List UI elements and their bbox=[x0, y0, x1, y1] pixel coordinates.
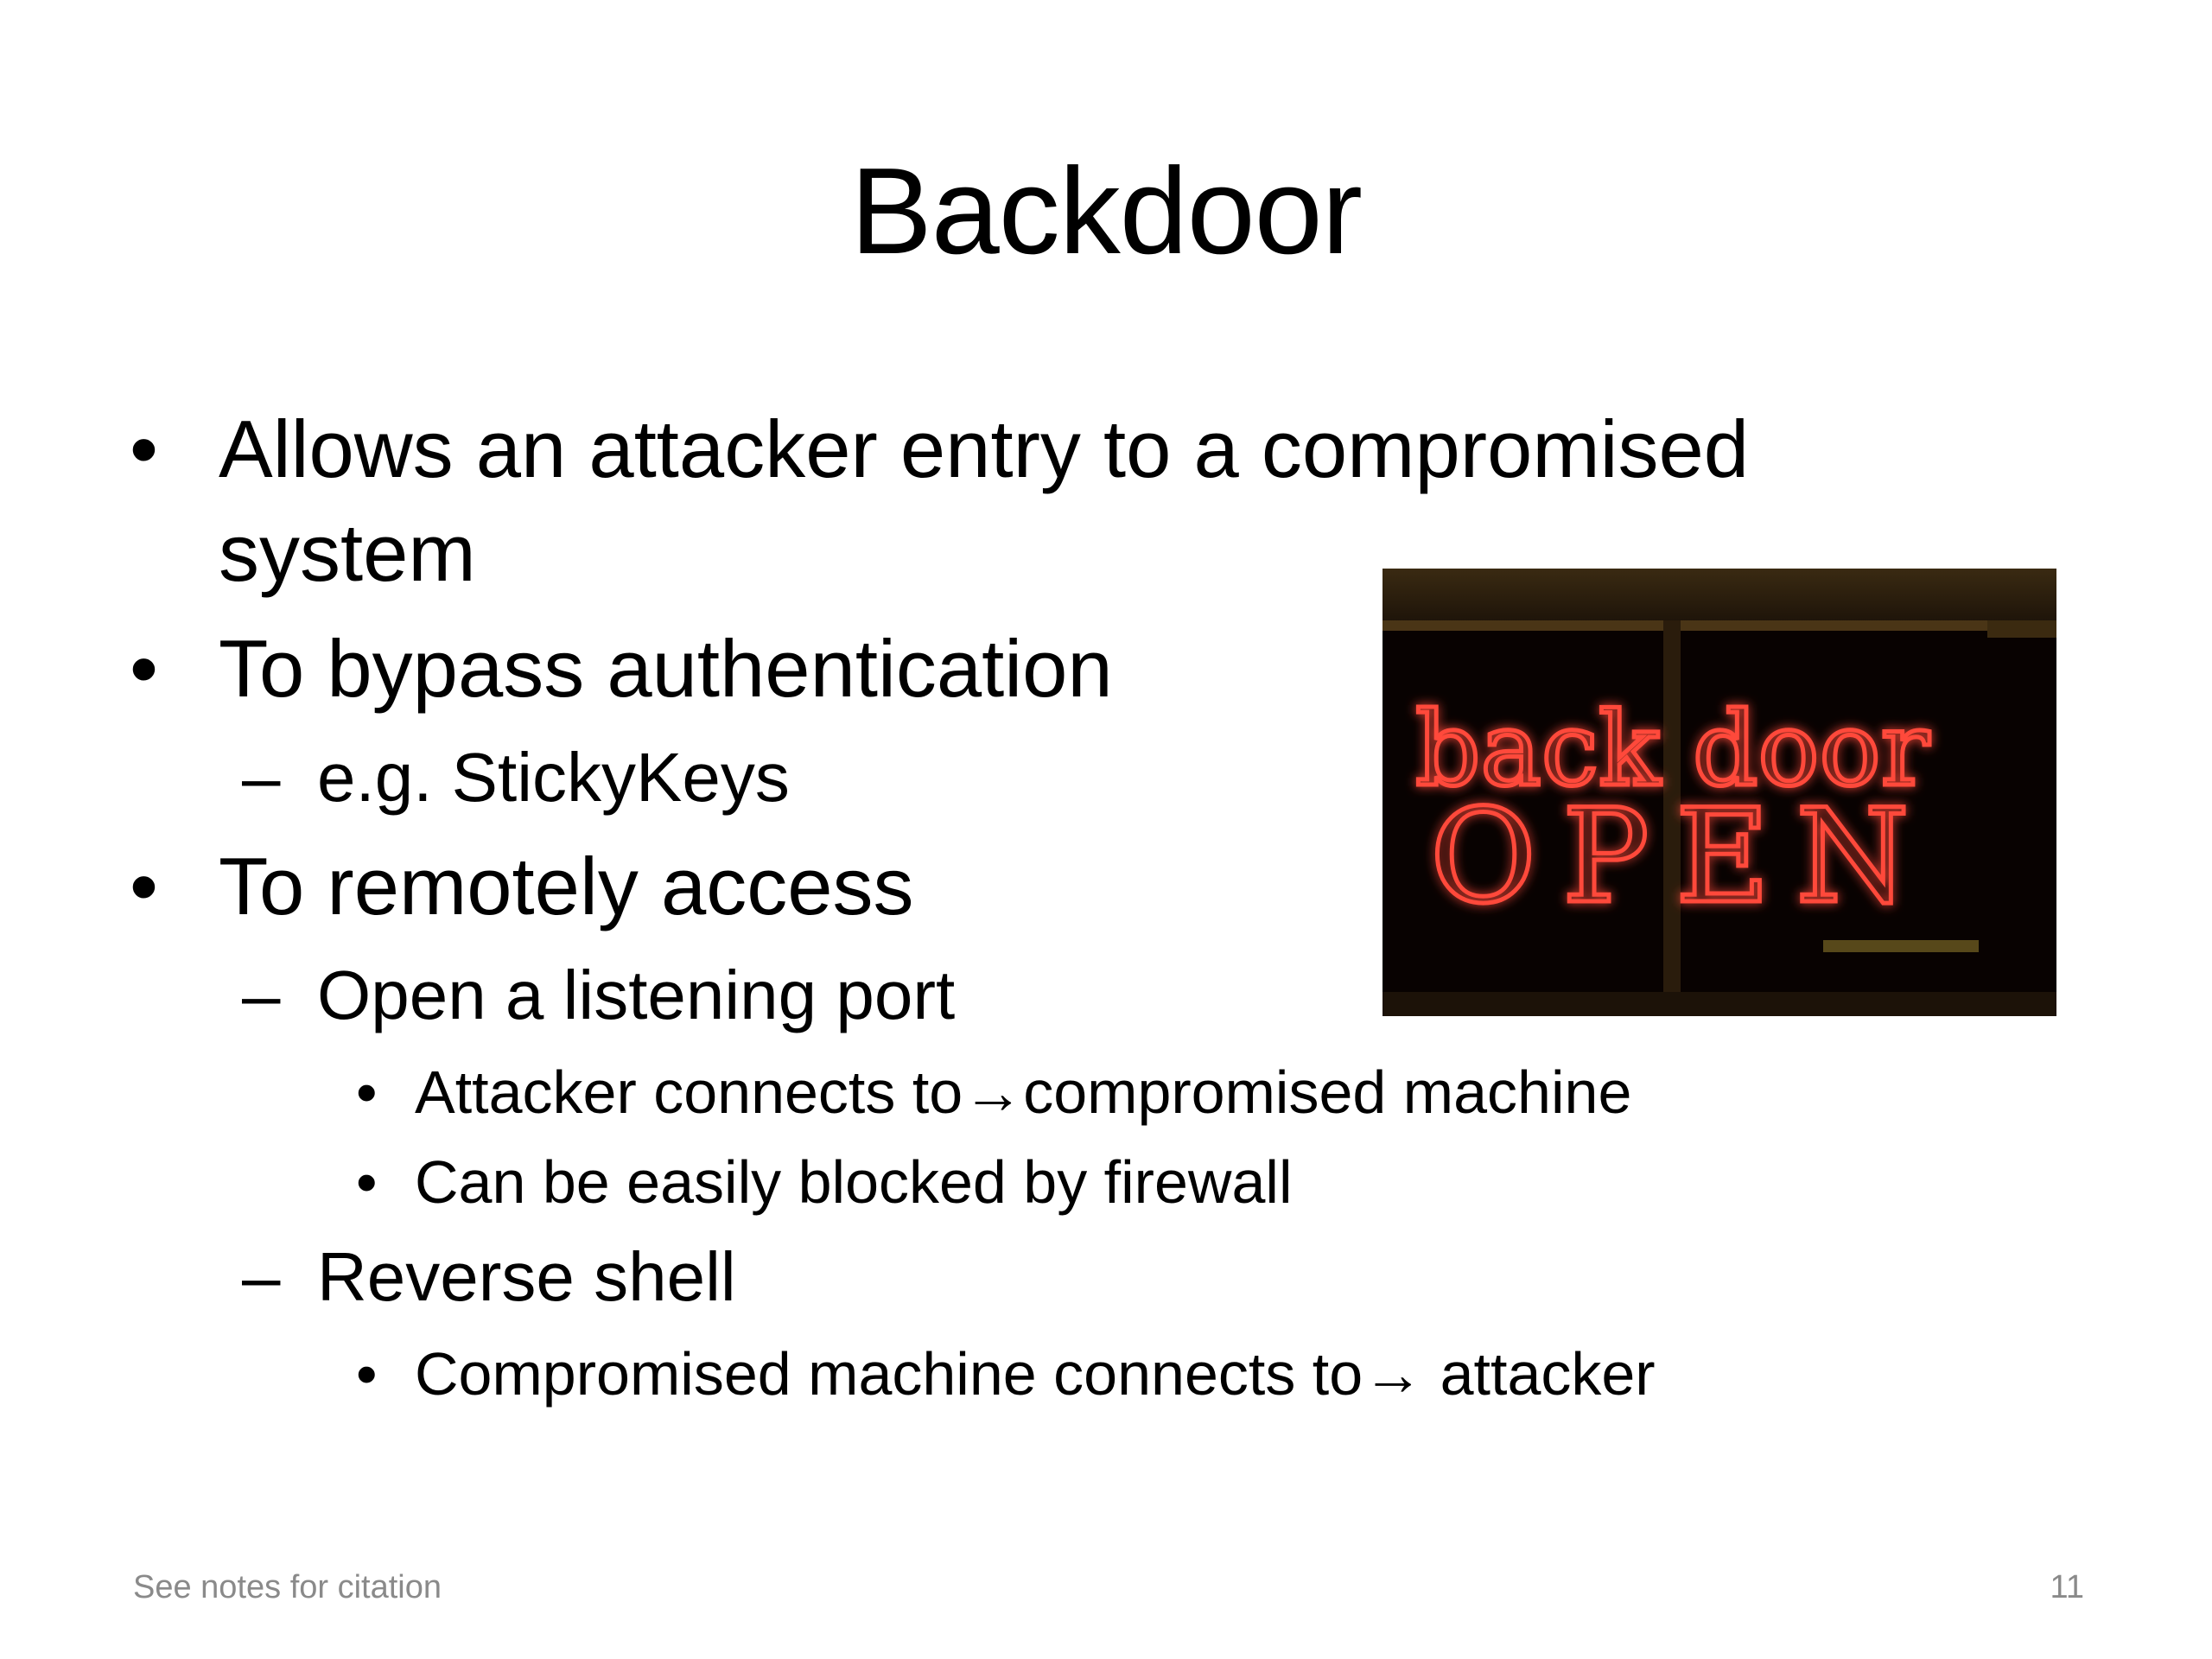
bullet-text: Allows an attacker entry to a compromise… bbox=[219, 404, 1750, 598]
neon-sign-illustration: back door OPEN bbox=[1382, 569, 2056, 1016]
neon-text-open: OPEN bbox=[1430, 782, 1936, 932]
sub-sub-bullet-text: Compromised machine connects to→ attacke… bbox=[415, 1340, 1656, 1408]
bullet-item: • To bypass authentication bbox=[130, 617, 2117, 721]
sub-sub-bullet-item: • Can be easily blocked by firewall bbox=[130, 1142, 2117, 1222]
neon-text-back-door: back door bbox=[1415, 690, 1930, 809]
sub-bullet-item: – Open a listening port bbox=[130, 950, 2117, 1040]
sub-bullet-text: Reverse shell bbox=[317, 1238, 736, 1315]
neon-sign-image: back door OPEN bbox=[1382, 569, 2056, 1016]
bullet-item: • Allows an attacker entry to a compromi… bbox=[130, 397, 2117, 605]
slide-title: Backdoor bbox=[850, 143, 1363, 280]
bullet-marker: • bbox=[130, 623, 158, 714]
dash-marker: – bbox=[242, 1238, 281, 1315]
bullet-marker: • bbox=[356, 1148, 378, 1216]
sub-bullet-text: e.g. StickyKeys bbox=[317, 739, 790, 816]
sub-bullet-item: – e.g. StickyKeys bbox=[130, 733, 2117, 823]
bullet-text: To remotely access bbox=[219, 841, 914, 931]
sub-bullet-text: Open a listening port bbox=[317, 957, 956, 1033]
dash-marker: – bbox=[242, 957, 281, 1033]
bullet-marker: • bbox=[130, 841, 158, 931]
dash-marker: – bbox=[242, 739, 281, 816]
sub-sub-bullet-text: Can be easily blocked by firewall bbox=[415, 1148, 1293, 1216]
sub-bullet-item: – Reverse shell bbox=[130, 1232, 2117, 1322]
bullet-marker: • bbox=[130, 404, 158, 494]
bullet-marker: • bbox=[356, 1058, 378, 1126]
bullet-text: To bypass authentication bbox=[219, 623, 1113, 714]
page-number: 11 bbox=[2050, 1569, 2084, 1605]
sub-sub-bullet-item: • Attacker connects to→compromised machi… bbox=[130, 1052, 2117, 1132]
bullet-item: • To remotely access bbox=[130, 835, 2117, 938]
sub-sub-bullet-text: Attacker connects to→compromised machine bbox=[415, 1058, 1632, 1126]
sub-sub-bullet-item: • Compromised machine connects to→ attac… bbox=[130, 1334, 2117, 1414]
bullet-marker: • bbox=[356, 1340, 378, 1408]
citation-note: See notes for citation bbox=[133, 1569, 442, 1605]
bullet-list: • Allows an attacker entry to a compromi… bbox=[130, 397, 2117, 1424]
